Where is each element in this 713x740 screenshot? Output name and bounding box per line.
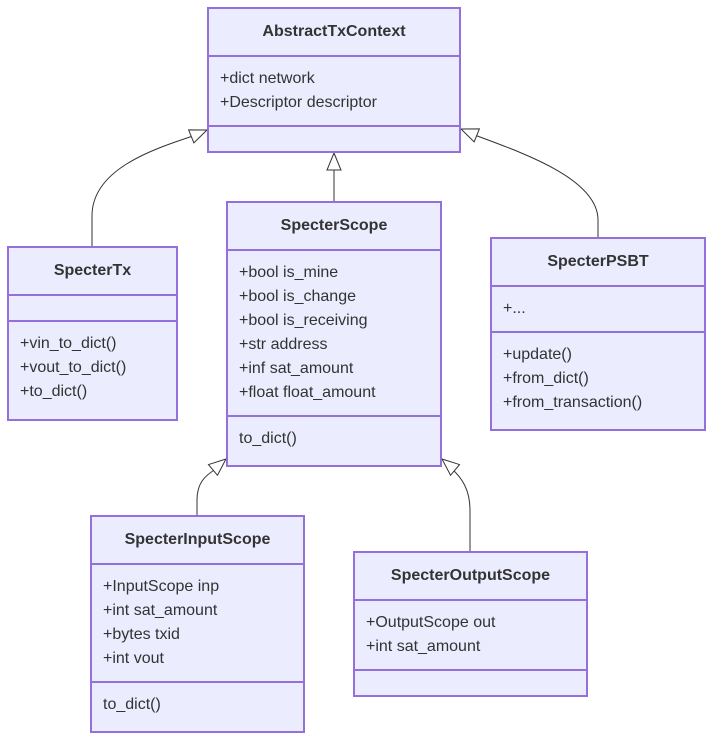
methods-section (209, 125, 459, 149)
class-name: SpecterScope (228, 203, 440, 251)
attribute: +inf sat_amount (239, 360, 354, 377)
class-name: SpecterOutputScope (355, 553, 586, 601)
attributes-section: +OutputScope out +int sat_amount (355, 601, 586, 669)
method: +vout_to_dict() (20, 359, 127, 376)
attribute: +bool is_mine (239, 264, 339, 281)
class-specter-tx: SpecterTx +vin_to_dict() +vout_to_dict() +t… (7, 246, 178, 421)
edge-specter-scope-to-abstract-tx-context (326, 151, 342, 201)
attribute: +Descriptor descriptor (220, 94, 377, 111)
attribute: +OutputScope out (366, 614, 496, 631)
methods-section (355, 669, 586, 693)
attribute: +bool is_change (239, 288, 356, 305)
inheritance-arrowhead (207, 458, 228, 477)
methods-section: to_dict() (92, 681, 303, 727)
method: to_dict() (103, 696, 161, 713)
attributes-section (9, 296, 176, 320)
attributes-section: +InputScope inp +int sat_amount +bytes txi… (92, 565, 303, 681)
class-name: AbstractTxContext (209, 9, 459, 57)
attribute: +bytes txid (103, 626, 180, 643)
attribute: +InputScope inp (103, 578, 220, 595)
class-name: SpecterTx (9, 248, 176, 296)
class-specter-input-scope: SpecterInputScope +InputScope inp +int sat… (90, 515, 305, 733)
method: +from_dict() (503, 370, 589, 387)
attribute: +int sat_amount (103, 602, 218, 619)
class-name: SpecterPSBT (492, 239, 704, 287)
inheritance-arrowhead (187, 129, 209, 144)
edge-specter-output-scope-to-specter-scope (440, 458, 471, 551)
method: +vin_to_dict() (20, 335, 117, 352)
attributes-section: +bool is_mine +bool is_change +bool is_rec… (228, 251, 440, 415)
edge-line (91, 134, 197, 246)
edge-line (196, 468, 217, 515)
methods-section: +vin_to_dict() +vout_to_dict() +to_dict() (9, 320, 176, 414)
class-specter-psbt: SpecterPSBT +... +update() +from_dict() +fro… (490, 237, 706, 431)
method: +from_transaction() (503, 394, 643, 411)
attribute: +... (503, 300, 526, 317)
edge-line (451, 468, 471, 551)
attribute: +float float_amount (239, 384, 376, 401)
attribute: +int vout (103, 650, 164, 667)
inheritance-arrowhead (440, 458, 461, 477)
attribute: +bool is_receiving (239, 312, 368, 329)
attributes-section: +dict network +Descriptor descriptor (209, 57, 459, 125)
edge-specter-psbt-to-abstract-tx-context (459, 128, 599, 237)
method: to_dict() (239, 430, 297, 447)
class-specter-output-scope: SpecterOutputScope +OutputScope out +int s… (353, 551, 588, 697)
class-name: SpecterInputScope (92, 517, 303, 565)
methods-section: to_dict() (228, 415, 440, 461)
edge-specter-tx-to-abstract-tx-context (91, 129, 209, 246)
inheritance-arrowhead (326, 151, 342, 171)
method: +update() (503, 346, 572, 363)
class-abstract-tx-context: AbstractTxContext +dict network +Descripto… (207, 7, 461, 153)
methods-section: +update() +from_dict() +from_transaction() (492, 331, 704, 425)
inheritance-arrowhead (459, 128, 481, 143)
class-specter-scope: SpecterScope +bool is_mine +bool is_change… (226, 201, 442, 467)
attribute: +dict network (220, 70, 315, 87)
attribute: +str address (239, 336, 328, 353)
edge-line (471, 133, 599, 237)
attribute: +int sat_amount (366, 638, 481, 655)
method: +to_dict() (20, 383, 88, 400)
edge-specter-input-scope-to-specter-scope (196, 458, 228, 515)
attributes-section: +... (492, 287, 704, 331)
